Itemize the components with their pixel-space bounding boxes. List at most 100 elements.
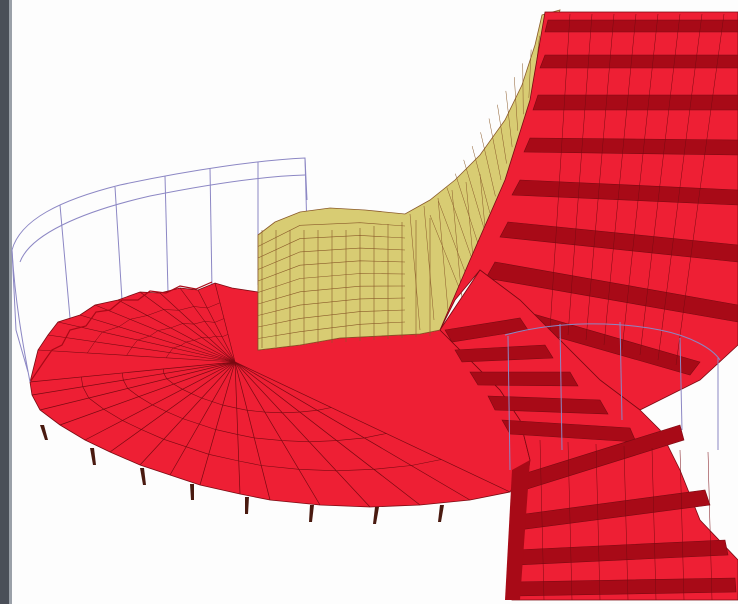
landing-radial-line — [29, 361, 236, 383]
railing-top-rail — [11, 157, 308, 251]
lower-flight-mesh-line — [679, 449, 685, 601]
core-grid-line — [455, 173, 479, 246]
railing-baluster — [209, 167, 213, 291]
core-grid-line — [257, 247, 406, 270]
railing-baluster — [59, 204, 71, 319]
lower-stair-flight — [439, 269, 738, 601]
landing-radial-line — [234, 361, 471, 501]
landing-ring-line — [165, 334, 229, 358]
upper-flight-riser — [539, 54, 738, 69]
upper-flight-riser — [544, 19, 738, 33]
window-edge-highlight — [9, 0, 12, 604]
upper-flight-riser — [532, 94, 738, 111]
core-grid-line — [488, 118, 502, 181]
landing-radial-line — [234, 361, 421, 506]
core-grid-line — [463, 159, 485, 230]
landing-radial-line — [234, 361, 241, 495]
core-grid-line — [446, 187, 474, 263]
support-post — [373, 507, 379, 524]
landing-ring-line — [81, 376, 442, 472]
core-grid-line — [257, 273, 406, 293]
support-post — [90, 448, 96, 465]
support-post — [140, 468, 146, 485]
core-grid-line — [257, 235, 406, 259]
core-grid-line — [505, 90, 513, 148]
core-grid-line — [257, 260, 406, 282]
window-edge-strip — [0, 0, 9, 604]
landing-radial-line — [197, 289, 236, 363]
core-grid-line — [480, 132, 496, 197]
core-grid-line — [471, 146, 491, 213]
railing-baluster — [164, 175, 169, 293]
core-grid-line — [257, 222, 406, 247]
support-post — [190, 484, 194, 500]
landing-radial-line — [79, 314, 236, 363]
landing-step-edge — [29, 281, 213, 383]
landing-radial-line — [159, 292, 236, 363]
core-grid-line — [409, 213, 421, 331]
railing-front — [11, 249, 721, 471]
landing-radial-line — [179, 287, 236, 363]
lower-flight-riser — [454, 344, 554, 363]
lower-flight-mesh-line — [707, 451, 713, 601]
landing-radial-line — [47, 334, 236, 363]
lower-flight-mesh-line — [567, 441, 573, 601]
railing-left-edge — [11, 249, 29, 373]
support-post — [245, 497, 249, 514]
lower-flight-riser — [469, 371, 579, 387]
landing-radial-line — [39, 361, 236, 411]
support-posts — [40, 425, 444, 524]
upper-flight-mesh-line — [657, 13, 703, 361]
landing-radial-line — [59, 361, 236, 426]
railing-baluster — [114, 186, 123, 301]
railing-front-baluster — [507, 335, 511, 471]
core-grid-line — [257, 309, 406, 328]
landing-radial-line — [234, 361, 511, 493]
support-post — [438, 505, 444, 522]
upper-flight-riser — [499, 221, 738, 263]
lower-flight-stringer — [505, 460, 530, 600]
upper-flight-mesh-line — [567, 13, 593, 336]
railing-front-baluster — [559, 323, 563, 451]
landing-radial-line — [94, 304, 236, 363]
landing-radial-line — [169, 361, 236, 476]
core-grid-line — [437, 197, 449, 311]
landing-radial-line — [139, 291, 236, 363]
landing-radial-line — [31, 361, 236, 396]
landing-radial-line — [139, 361, 236, 466]
upper-flight-mesh-line — [675, 13, 725, 366]
circular-landing — [29, 281, 531, 508]
core-grid-line — [514, 77, 518, 131]
landing-radial-line — [117, 299, 236, 363]
core-grid-line — [497, 104, 507, 164]
railing-front-baluster — [679, 337, 683, 431]
landing-radial-line — [109, 361, 236, 453]
railing-front-top-rail — [504, 323, 721, 361]
upper-flight-mesh-line — [639, 13, 681, 356]
landing-radial-line — [199, 361, 236, 486]
landing-radial-line — [84, 361, 236, 441]
railing-mid-rail — [19, 174, 306, 263]
landing-radial-line — [57, 321, 236, 363]
upper-flight-riser — [485, 261, 738, 323]
landing-ring-line — [126, 318, 225, 356]
railing-front-baluster — [619, 321, 623, 421]
core-surface — [257, 9, 561, 351]
landing-ring-line — [121, 372, 387, 443]
landing-radial-line — [234, 361, 371, 508]
landing-radial-line — [234, 361, 271, 501]
core-grid-line — [257, 285, 406, 305]
support-post — [40, 425, 48, 440]
upper-flight-riser — [511, 179, 738, 206]
landing-ring-line — [163, 368, 332, 414]
lower-flight-mesh-line — [651, 447, 657, 601]
railing-left-post — [11, 249, 31, 383]
core-grid-line — [438, 201, 468, 279]
support-post — [309, 505, 314, 522]
core-grid-line — [257, 297, 406, 316]
core-grid-line — [522, 63, 524, 115]
landing-radial-line — [214, 282, 236, 363]
lower-flight-mesh-line — [623, 445, 629, 601]
